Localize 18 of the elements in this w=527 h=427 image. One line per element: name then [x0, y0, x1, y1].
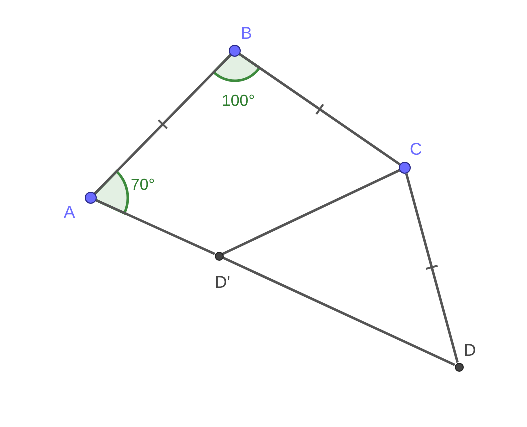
line-segment — [96, 199, 216, 256]
line-segment — [222, 256, 456, 366]
point-label: B — [241, 25, 252, 42]
angle-label: 70° — [131, 178, 156, 194]
point-marker — [85, 192, 97, 204]
point-marker — [214, 252, 224, 260]
point-label: A — [64, 204, 76, 221]
point-marker — [229, 45, 241, 57]
line-segment — [94, 54, 232, 195]
point-label: D — [464, 342, 476, 359]
point-label: C — [410, 141, 422, 158]
point-label: D' — [215, 274, 231, 291]
line-segment — [222, 169, 400, 256]
angle-label: 100° — [222, 94, 256, 110]
line-segment — [405, 173, 460, 363]
line-segment — [239, 53, 401, 166]
point-marker — [454, 362, 464, 372]
point-marker — [399, 162, 411, 174]
